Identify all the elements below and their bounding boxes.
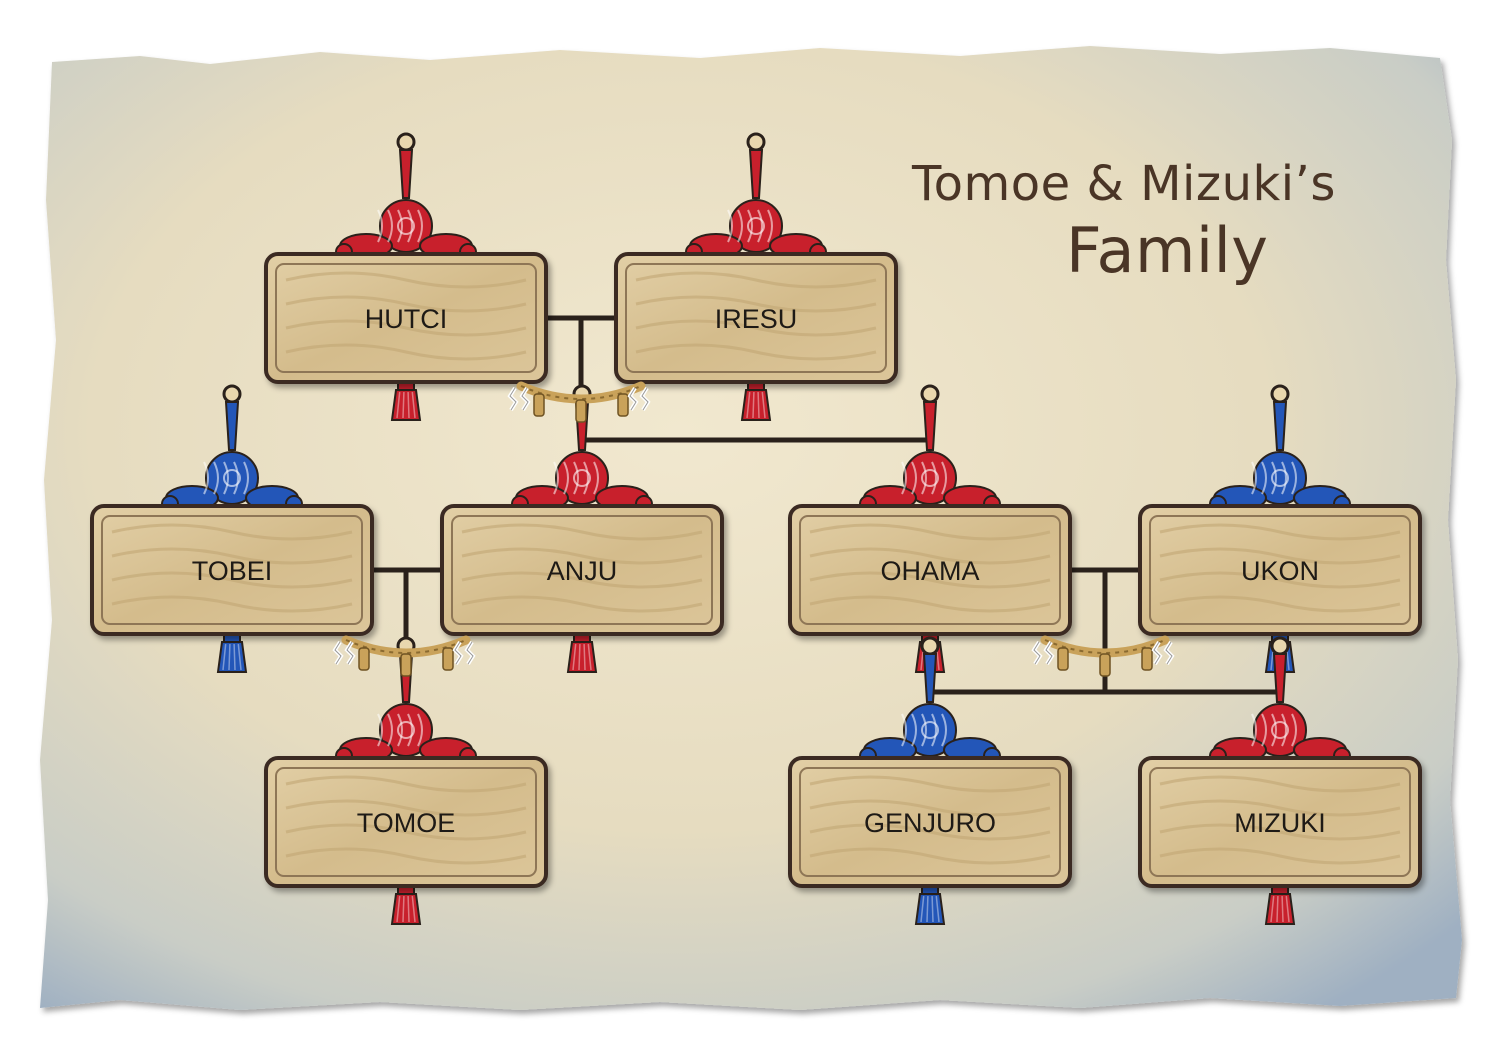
tassel-icon xyxy=(566,631,598,673)
member-name: TOMOE xyxy=(357,808,456,838)
member-plaque-iresu: IRESU xyxy=(614,132,898,421)
member-name: HUTCI xyxy=(365,304,448,334)
member-name: UKON xyxy=(1241,556,1319,586)
shimenawa-rope-icon xyxy=(332,635,476,677)
member-plaque-genjuro: GENJURO xyxy=(788,636,1072,925)
member-name: OHAMA xyxy=(880,556,979,586)
shimenawa-rope-icon xyxy=(507,381,651,423)
member-name: GENJURO xyxy=(864,808,996,838)
member-name: ANJU xyxy=(547,556,618,586)
tassel-icon xyxy=(740,379,772,421)
member-plaque-tobei: TOBEI xyxy=(90,384,374,673)
member-name: MIZUKI xyxy=(1234,808,1326,838)
member-plaque-anju: ANJU xyxy=(440,384,724,673)
shimenawa-rope-icon xyxy=(1031,635,1175,677)
member-name: IRESU xyxy=(715,304,798,334)
title-line-1: Tomoe & Mizuki’s xyxy=(912,156,1336,212)
title-line-2: Family xyxy=(1066,214,1269,287)
member-plaque-hutci: HUTCI xyxy=(264,132,548,421)
member-name: TOBEI xyxy=(192,556,273,586)
member-plaque-tomoe: TOMOE xyxy=(264,636,548,925)
tassel-icon xyxy=(216,631,248,673)
member-plaque-mizuki: MIZUKI xyxy=(1138,636,1422,925)
knot-icon xyxy=(335,132,477,261)
